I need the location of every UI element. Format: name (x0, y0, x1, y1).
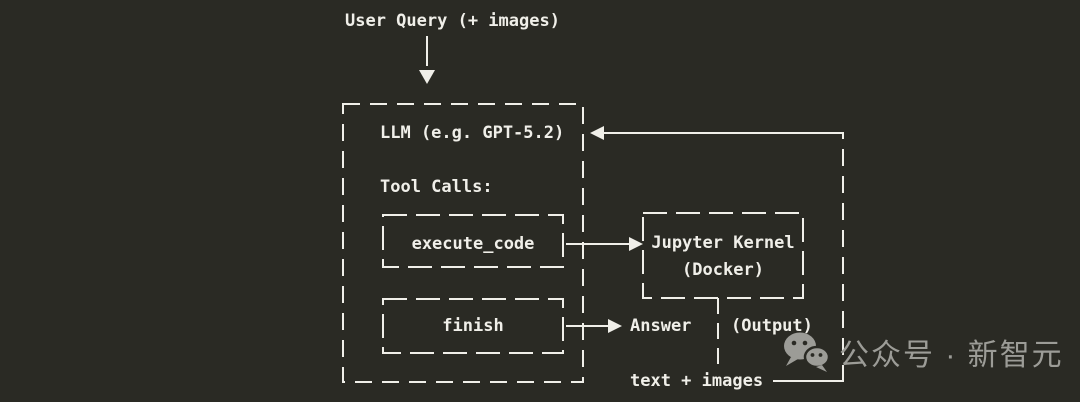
jupyter-kernel-label: Jupyter Kernel (651, 233, 795, 253)
execute-code-arrow (566, 237, 643, 251)
wechat-icon (784, 332, 831, 372)
output-label: (Output) (731, 316, 813, 336)
jupyter-kernel-box-border (642, 212, 804, 299)
watermark: 公众号 · 新智元 (782, 330, 1064, 374)
user-query-label: User Query (+ images) (345, 11, 560, 31)
answer-label: Answer (630, 316, 692, 336)
text-images-label: text + images (630, 371, 764, 391)
watermark-text: 公众号 · 新智元 (839, 339, 1064, 372)
execute-code-label: execute_code (411, 234, 535, 254)
docker-label: (Docker) (682, 260, 764, 280)
user-query-arrow (419, 36, 435, 84)
finish-box-border (382, 298, 564, 354)
execute-code-box-border (382, 214, 564, 268)
tool-calls-label: Tool Calls: (380, 177, 493, 197)
llm-title: LLM (e.g. GPT-5.2) (380, 123, 565, 143)
feedback-loop-line (590, 126, 844, 382)
finish-label: finish (442, 316, 504, 336)
finish-answer-arrow (566, 319, 622, 333)
